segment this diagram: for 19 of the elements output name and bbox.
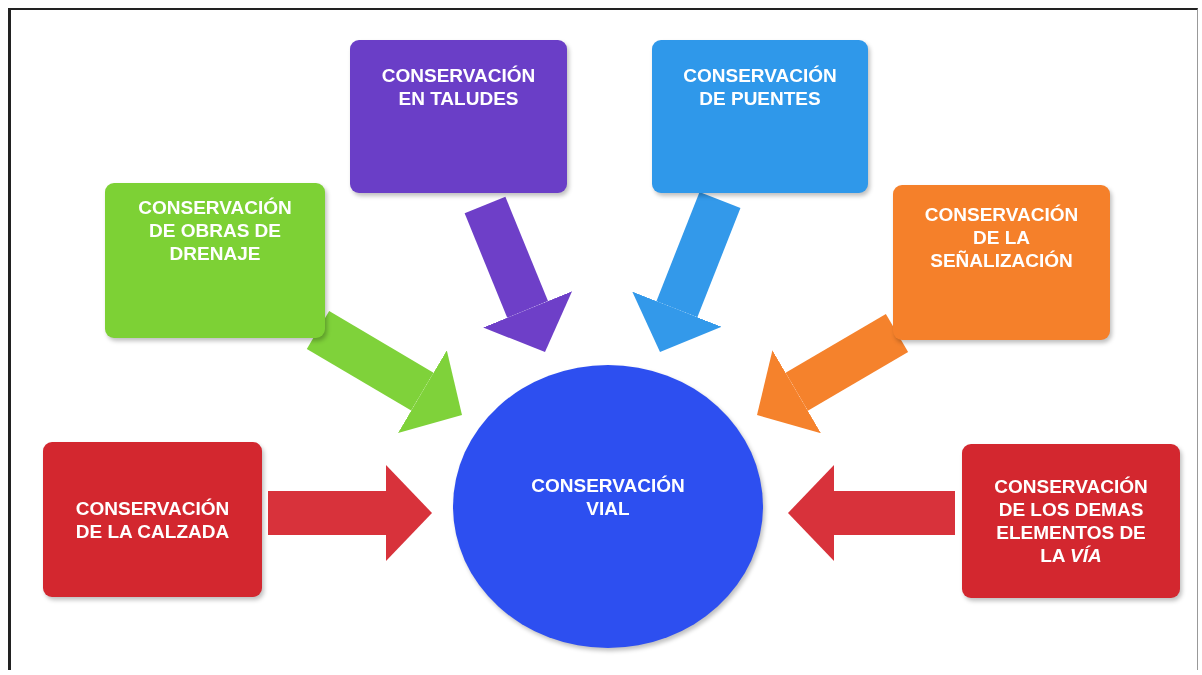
topic-box — [893, 185, 1110, 340]
box-label: CONSERVACIÓN VIAL — [530, 473, 686, 520]
block-arrow — [464, 196, 573, 352]
box-label: CONSERVACIÓN DE LA CALZADA — [74, 496, 231, 543]
box-label: CONSERVACIÓN DE OBRAS DE DRENAJE — [137, 196, 293, 265]
box-label: CONSERVACIÓN EN TALUDES — [380, 63, 537, 110]
topic-box — [962, 444, 1180, 598]
block-arrow — [788, 465, 955, 561]
block-arrow — [757, 314, 909, 434]
topic-box — [43, 442, 262, 597]
topic-box — [350, 40, 567, 193]
box-label: CONSERVACIÓN DE LA SEÑALIZACIÓN — [923, 203, 1080, 272]
topic-box — [652, 40, 868, 193]
box-label: CONSERVACIÓN DE LOS DEMAS ELEMENTOS DE LA VÍA — [993, 475, 1149, 567]
block-arrow — [632, 191, 741, 352]
topic-box — [105, 183, 325, 338]
box-label: CONSERVACIÓN DE PUENTES — [682, 63, 838, 110]
block-arrow — [306, 311, 462, 433]
block-arrow — [268, 465, 432, 561]
